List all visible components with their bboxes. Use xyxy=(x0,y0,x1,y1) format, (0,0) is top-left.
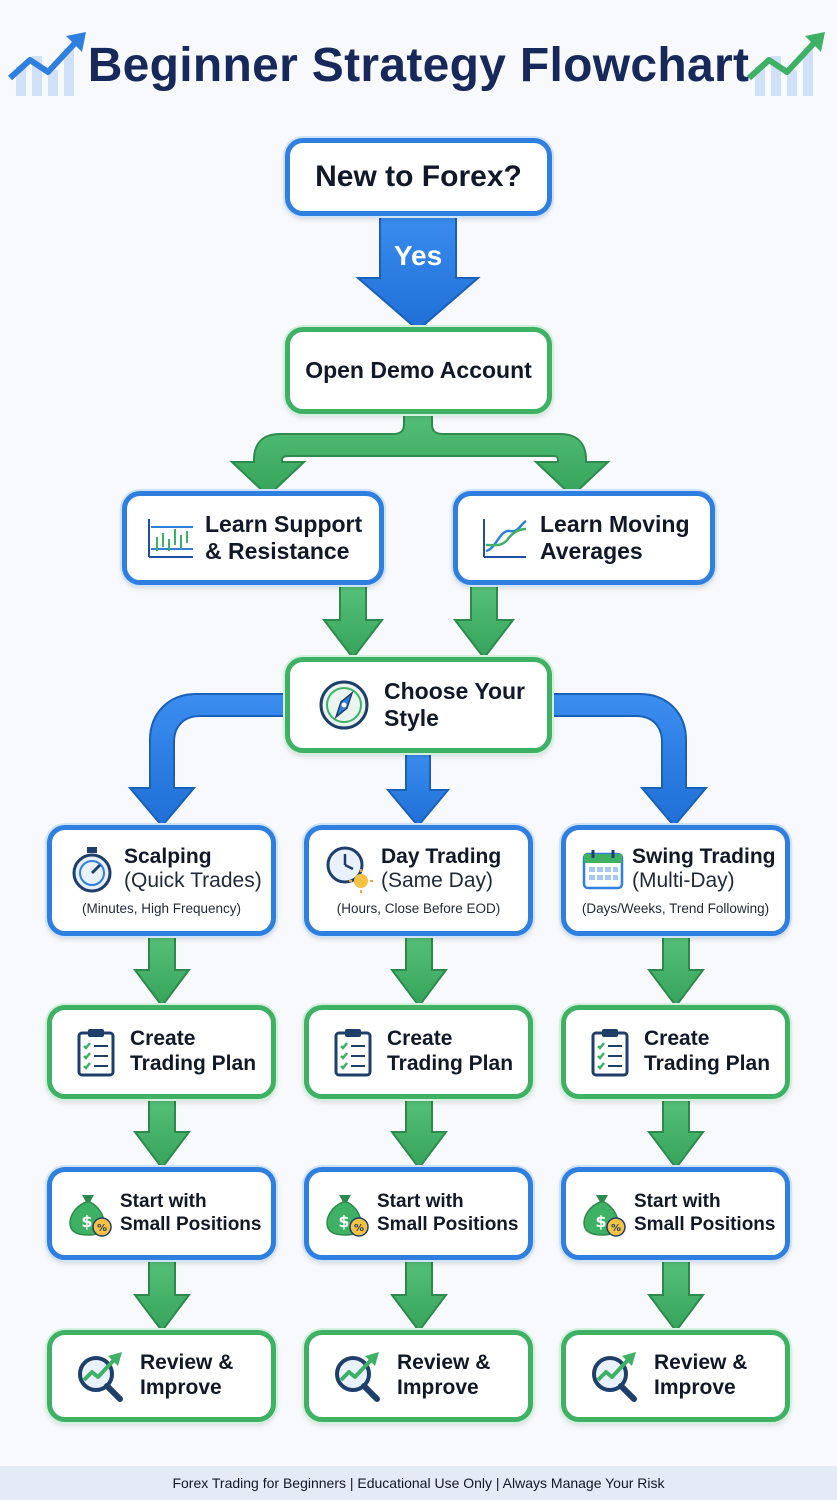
review-magnifier-icon xyxy=(78,1352,123,1402)
column-arrow-1-2 xyxy=(133,1098,191,1170)
money-bag-icon: $ % xyxy=(583,1194,626,1237)
arrow-support-to-style xyxy=(321,585,385,660)
plan-line2-1: Trading Plan xyxy=(130,1052,257,1075)
positions-line1-1: Start with xyxy=(120,1190,207,1212)
review-node-2: Review & Improve xyxy=(304,1330,533,1422)
learn-ma-line1: Learn Moving xyxy=(540,510,690,537)
learn-ma-node: Learn Moving Averages xyxy=(453,491,715,585)
learn-support-line1: Learn Support xyxy=(205,510,363,537)
choose-style-node: Choose Your Style xyxy=(285,657,552,753)
start-node: New to Forex? xyxy=(285,138,552,216)
money-bag-icon: $ % xyxy=(69,1194,112,1237)
column-arrow-2-3 xyxy=(390,1259,448,1333)
review-line2-3: Improve xyxy=(654,1376,736,1399)
footer-disclaimer: Forex Trading for Beginners | Educationa… xyxy=(0,1466,837,1500)
plan-line1-2: Create xyxy=(387,1027,453,1051)
style-detail-day-trading: (Same Day) xyxy=(381,869,494,893)
choose-style-line1: Choose Your xyxy=(384,677,525,704)
clipboard-icon xyxy=(334,1029,372,1077)
review-line1-3: Review & xyxy=(654,1351,748,1375)
column-arrow-2-2 xyxy=(390,1098,448,1170)
learn-ma-line2: Averages xyxy=(540,538,643,564)
review-magnifier-icon xyxy=(592,1352,637,1402)
style-node-day-trading: Day Trading (Same Day) (Hours, Close Bef… xyxy=(304,825,533,936)
positions-line1-2: Start with xyxy=(377,1190,464,1212)
positions-line2-2: Small Positions xyxy=(377,1213,519,1235)
money-bag-icon: $ % xyxy=(326,1194,369,1237)
plan-line1-3: Create xyxy=(644,1027,710,1051)
plan-node-3: Create Trading Plan xyxy=(561,1005,790,1099)
moving-average-icon xyxy=(483,519,527,558)
support-resistance-icon xyxy=(148,519,193,558)
svg-text:%: % xyxy=(97,1223,107,1234)
column-arrows xyxy=(133,935,705,1333)
column-arrow-3-3 xyxy=(647,1259,705,1333)
svg-text:%: % xyxy=(611,1223,621,1234)
svg-text:$: $ xyxy=(595,1212,606,1231)
page-title: Beginner Strategy Flowchart xyxy=(87,39,750,92)
review-line2-2: Improve xyxy=(397,1376,479,1399)
style-name-scalping: Scalping xyxy=(124,844,212,868)
svg-text:$: $ xyxy=(338,1212,349,1231)
positions-line2-1: Small Positions xyxy=(120,1213,262,1235)
start-question: New to Forex? xyxy=(315,160,522,194)
column-arrow-3-1 xyxy=(647,935,705,1008)
positions-node-3: $ % Start with Small Positions xyxy=(561,1167,790,1260)
positions-node-1: $ % Start with Small Positions xyxy=(47,1167,276,1260)
style-note-swing-trading: (Days/Weeks, Trend Following) xyxy=(581,900,770,916)
style-node-swing-trading: Swing Trading (Multi-Day) (Days/Weeks, T… xyxy=(561,825,790,936)
column-arrow-3-2 xyxy=(647,1098,705,1170)
chart-up-icon-right xyxy=(746,32,825,96)
yes-label: Yes xyxy=(393,240,443,271)
stopwatch-icon xyxy=(72,847,112,893)
clipboard-icon xyxy=(591,1029,629,1077)
column-arrow-2-1 xyxy=(390,935,448,1008)
style-detail-scalping: (Quick Trades) xyxy=(124,869,262,893)
review-magnifier-icon xyxy=(335,1352,380,1402)
choose-style-line2: Style xyxy=(384,705,439,731)
learn-support-line2: & Resistance xyxy=(205,538,350,564)
review-node-3: Review & Improve xyxy=(561,1330,790,1422)
calendar-icon xyxy=(582,850,624,890)
svg-text:%: % xyxy=(354,1223,364,1234)
compass-icon xyxy=(319,680,369,730)
style-note-day-trading: (Hours, Close Before EOD) xyxy=(336,900,501,916)
positions-line1-3: Start with xyxy=(634,1190,721,1212)
split-arrow-learn xyxy=(229,409,611,498)
positions-node-2: $ % Start with Small Positions xyxy=(304,1167,533,1260)
review-line2-1: Improve xyxy=(140,1376,222,1399)
positions-line2-3: Small Positions xyxy=(634,1213,776,1235)
review-node-1: Review & Improve xyxy=(47,1330,276,1422)
clipboard-icon xyxy=(77,1029,115,1077)
plan-line2-3: Trading Plan xyxy=(644,1052,771,1075)
style-note-scalping: (Minutes, High Frequency) xyxy=(81,900,242,916)
svg-text:$: $ xyxy=(81,1212,92,1231)
plan-line1-1: Create xyxy=(130,1027,196,1051)
learn-support-node: Learn Support & Resistance xyxy=(122,491,384,585)
branch-arrows-style xyxy=(127,693,709,828)
clock-sun-icon xyxy=(326,846,373,894)
style-detail-swing-trading: (Multi-Day) xyxy=(632,869,735,893)
review-line1-2: Review & xyxy=(397,1351,491,1375)
plan-node-2: Create Trading Plan xyxy=(304,1005,533,1099)
style-name-swing-trading: Swing Trading xyxy=(632,844,776,868)
column-arrow-1-1 xyxy=(133,935,191,1008)
column-arrow-1-3 xyxy=(133,1259,191,1333)
yes-arrow xyxy=(355,209,481,332)
demo-node: Open Demo Account xyxy=(285,327,552,414)
review-line1-1: Review & xyxy=(140,1351,234,1375)
style-node-scalping: Scalping (Quick Trades) (Minutes, High F… xyxy=(47,825,276,936)
plan-node-1: Create Trading Plan xyxy=(47,1005,276,1099)
style-name-day-trading: Day Trading xyxy=(381,844,502,868)
arrow-ma-to-style xyxy=(452,585,516,660)
chart-up-icon-left xyxy=(7,32,86,96)
plan-line2-2: Trading Plan xyxy=(387,1052,514,1075)
demo-label: Open Demo Account xyxy=(305,356,532,383)
